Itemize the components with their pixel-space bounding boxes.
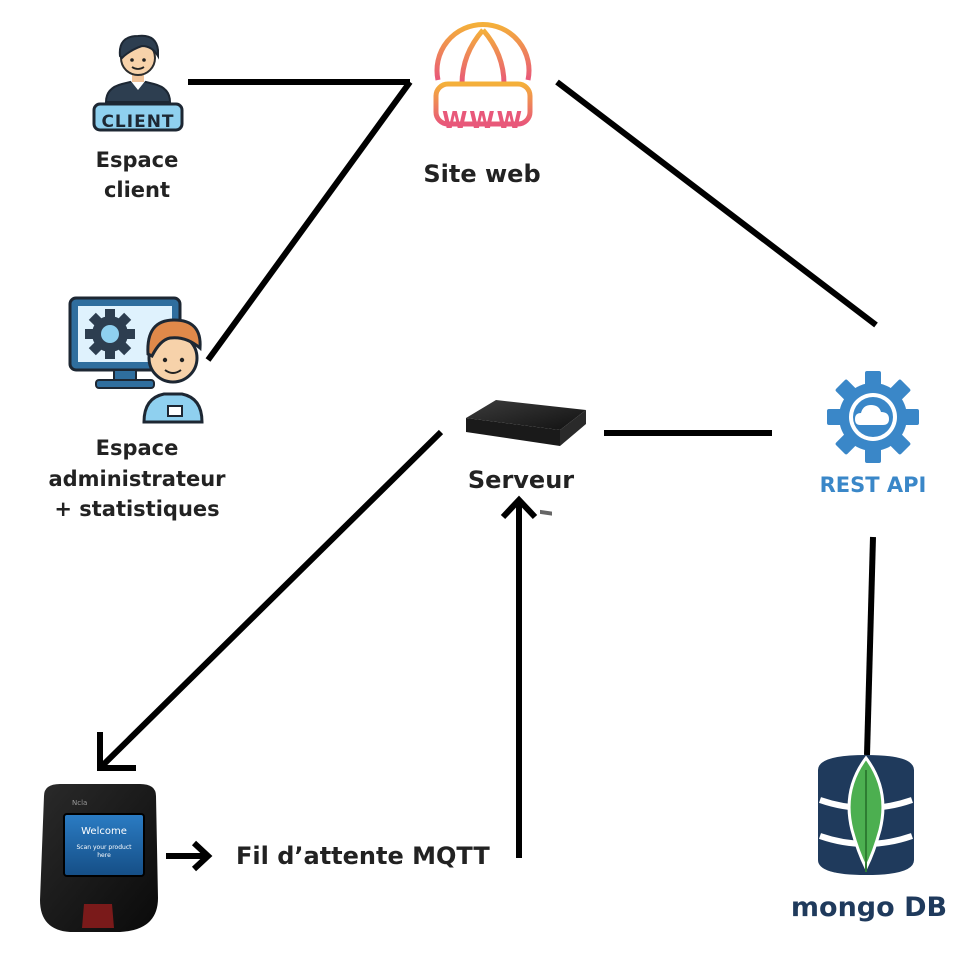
terminal-screen-line1: Scan your product xyxy=(77,844,133,851)
mongodb-database-icon xyxy=(818,755,914,875)
rest-api-label: REST API xyxy=(820,473,927,497)
admin-label-line1: Espace xyxy=(96,436,179,460)
admin-monitor-icon xyxy=(68,296,204,424)
admin-label-line3: + statistiques xyxy=(54,497,219,521)
rest-api-gear-cloud-icon xyxy=(827,371,919,463)
edge-server-terminal xyxy=(97,429,444,771)
edge-admin-website xyxy=(205,80,413,362)
terminal-screen-line2: here xyxy=(97,852,111,859)
terminal-brand-text: Ncla xyxy=(72,799,87,807)
terminal-device-icon xyxy=(40,784,158,932)
client-label-line2: client xyxy=(104,178,170,202)
client-badge-text: CLIENT xyxy=(101,112,174,132)
client-icon xyxy=(92,34,184,132)
arrowhead-server xyxy=(500,495,538,520)
edge-restapi-mongodb xyxy=(864,536,876,756)
server-box-icon xyxy=(466,400,586,516)
client-label-line1: Espace xyxy=(96,148,179,172)
mqtt-queue-label: Fil d’attente MQTT xyxy=(236,842,490,870)
admin-label-line2: administrateur xyxy=(48,467,226,491)
website-label: Site web xyxy=(423,160,540,188)
globe-www-icon xyxy=(433,22,533,131)
arrowhead-terminal xyxy=(97,732,136,771)
terminal-screen-title: Welcome xyxy=(81,826,127,837)
edge-website-restapi xyxy=(555,79,878,328)
www-badge-text: WWW xyxy=(442,108,524,134)
connectors xyxy=(97,79,878,872)
arrowhead-queue xyxy=(191,840,213,872)
server-label: Serveur xyxy=(468,466,574,494)
mongodb-label: mongo DB xyxy=(791,892,947,923)
